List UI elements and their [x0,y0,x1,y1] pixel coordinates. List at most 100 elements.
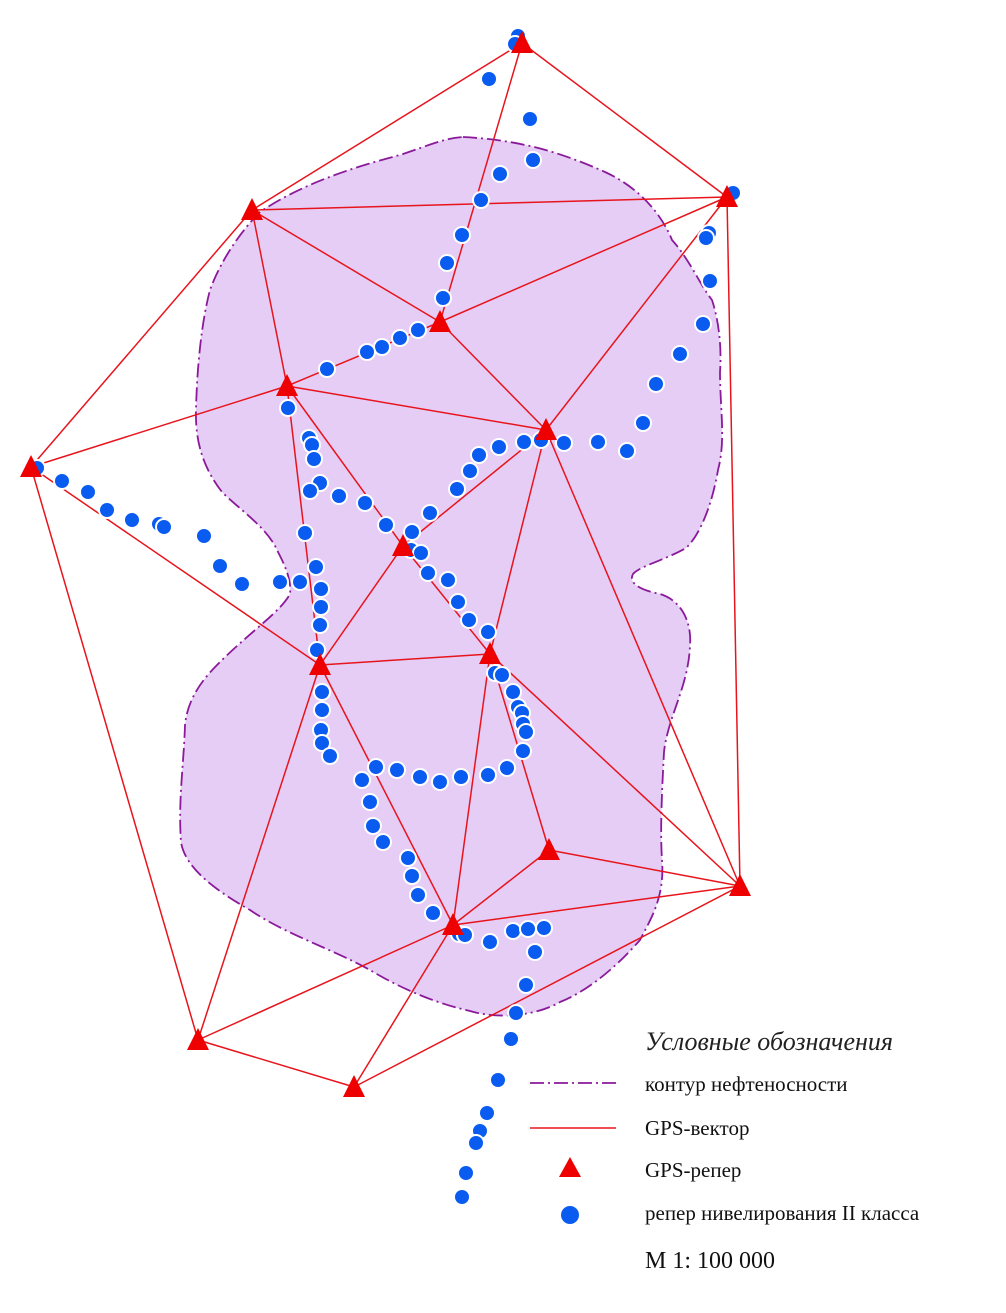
leveling-benchmark-dot [461,462,479,480]
leveling-benchmark-dot [311,616,329,634]
gps-vector [548,849,741,887]
gps-vector [197,924,454,1041]
gps-benchmark-triangle [716,185,738,207]
leveling-benchmark-dot [535,919,553,937]
leveling-benchmark-dot [491,165,509,183]
legend-item-gps-vector: GPS-вектор [645,1116,749,1140]
gps-vector [521,42,728,198]
leveling-benchmark-dot [449,593,467,611]
leveling-benchmark-dot [211,557,229,575]
leveling-benchmark-dot [155,518,173,536]
gps-benchmark-triangle [187,1028,209,1050]
leveling-benchmark-dot [479,766,497,784]
gps-benchmark-triangle [309,653,331,675]
gps-benchmark-triangle [20,455,42,477]
leveling-benchmark-dot [358,343,376,361]
gps-vector [319,653,491,666]
gps-vector [30,466,321,666]
gps-vector [251,209,288,387]
gps-vector [30,385,288,468]
gps-benchmark-triangle [343,1075,365,1097]
leveling-benchmark-dot [671,345,689,363]
leveling-benchmark-dot [694,315,712,333]
map-scale: М 1: 100 000 [645,1248,775,1274]
leveling-benchmark-dot [479,623,497,641]
leveling-benchmark-dot [697,229,715,247]
legend-item-contour: контур нефтеносности [645,1072,848,1096]
gps-benchmark-triangle [729,874,751,896]
leveling-benchmark-dot [421,504,439,522]
gps-vector [452,653,491,926]
leveling-benchmark-dot [409,321,427,339]
leveling-benchmark-dot [460,611,478,629]
gps-vector [489,653,741,887]
legend-item-leveling-benchmark: репер нивелирования II класса [645,1201,920,1225]
leveling-benchmark-dot [412,544,430,562]
leveling-benchmark-dot [307,558,325,576]
leveling-benchmark-dot [521,110,539,128]
leveling-benchmark-dot [555,434,573,452]
leveling-benchmark-dot [431,773,449,791]
gps-benchmark-triangle [479,642,501,664]
leveling-benchmark-dot [364,817,382,835]
leveling-benchmark-dot [312,598,330,616]
leveling-benchmark-dot [409,886,427,904]
gps-benchmarks [20,31,751,1097]
gps-vector [353,924,454,1088]
gps-vector [452,849,550,926]
gps-vector [251,196,728,211]
leveling-benchmark-dot [504,922,522,940]
leveling-benchmark-dot [377,516,395,534]
leveling-benchmark-dot [481,933,499,951]
leveling-benchmark-dot-icon [561,1206,579,1224]
gps-vector [545,429,741,887]
leveling-benchmark-dot [305,450,323,468]
leveling-benchmark-dot [195,527,213,545]
leveling-benchmark-dot [467,1134,485,1152]
gps-benchmark-triangle [535,418,557,440]
leveling-benchmark-dot [434,289,452,307]
leveling-benchmark-dot [701,272,719,290]
leveling-benchmark-dot [634,414,652,432]
leveling-benchmark-dot [308,641,326,659]
gps-vector [402,545,491,655]
leveling-benchmark-dot [411,768,429,786]
leveling-benchmark-dot [515,433,533,451]
leveling-benchmark-dot [321,747,339,765]
leveling-benchmark-dot [279,399,297,417]
leveling-benchmark-dot [453,1188,471,1206]
gps-vector [319,545,404,666]
gps-benchmark-triangle-icon [559,1157,581,1177]
leveling-benchmark-dot [53,472,71,490]
leveling-benchmark-dot [403,867,421,885]
leveling-benchmark-dot [517,723,535,741]
leveling-benchmark-dot [438,254,456,272]
leveling-benchmark-dot [353,771,371,789]
gps-vector [452,885,741,926]
leveling-benchmark-dot [490,438,508,456]
leveling-benchmark-dot [439,571,457,589]
gps-vector [353,885,741,1088]
leveling-benchmark-dot [504,683,522,701]
gps-vector [439,196,728,323]
leveling-benchmark-dot [478,1104,496,1122]
leveling-benchmark-dot [399,849,417,867]
leveling-benchmark-dot [498,759,516,777]
gps-benchmark-triangle [538,838,560,860]
leveling-benchmark-dot [313,734,331,752]
leveling-benchmark-dot [312,580,330,598]
gps-vector [251,42,523,211]
legend: Условные обозначения контур нефтеносност… [530,1027,920,1274]
leveling-benchmark-dot [457,1164,475,1182]
gps-benchmark-triangle [442,913,464,935]
leveling-benchmark-dot [403,523,421,541]
gps-vector [489,429,547,655]
leveling-benchmark-dot [391,329,409,347]
legend-item-gps-benchmark: GPS-репер [645,1158,741,1182]
leveling-benchmark-dot [524,151,542,169]
gps-vector [319,664,454,926]
leveling-benchmark-dot [493,666,511,684]
gps-vector [30,466,199,1041]
leveling-benchmark-dot [470,446,488,464]
